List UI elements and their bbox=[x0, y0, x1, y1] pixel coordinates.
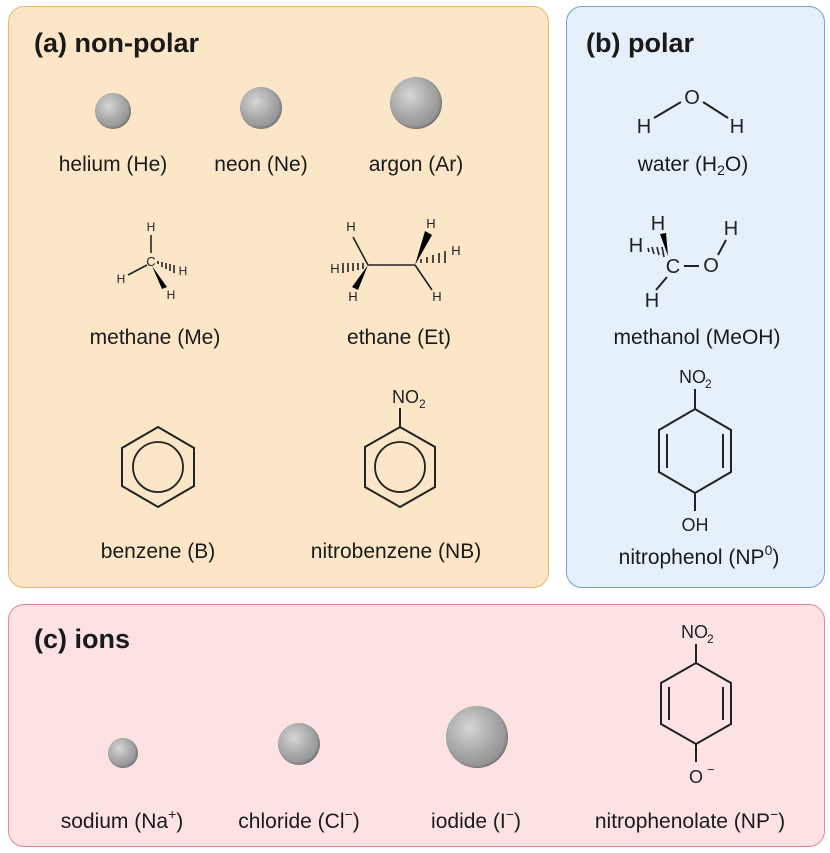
atom-h: H bbox=[432, 289, 441, 304]
no-subscript: 2 bbox=[705, 377, 712, 391]
atom-h: H bbox=[348, 289, 357, 304]
no-group: NO bbox=[392, 387, 419, 407]
nitrophenol-label: nitrophenol (NP0) bbox=[618, 542, 780, 569]
methanol-label: methanol (MeOH) bbox=[613, 326, 781, 349]
atom-h: H bbox=[637, 116, 651, 138]
helium-sphere bbox=[95, 93, 131, 129]
atom-h: H bbox=[645, 290, 659, 312]
atom-h: H bbox=[451, 243, 460, 258]
nitrobenzene-structure: NO 2 bbox=[364, 387, 436, 509]
polar-title: (b) polar bbox=[586, 28, 694, 58]
atom-h: H bbox=[330, 261, 339, 276]
neon-sphere bbox=[240, 87, 282, 129]
nitrobenzene-label: nitrobenzene (NB) bbox=[310, 540, 482, 563]
oh-group: OH bbox=[682, 515, 709, 535]
atom-h: H bbox=[629, 235, 643, 257]
atom-c: C bbox=[146, 254, 155, 269]
minus-charge: − bbox=[707, 762, 715, 777]
helium-label: helium (He) bbox=[58, 153, 168, 176]
atom-c: C bbox=[666, 256, 680, 278]
water-label: water (H2O) bbox=[637, 153, 749, 178]
atom-o: O bbox=[684, 87, 700, 109]
nonpolar-title: (a) non-polar bbox=[34, 28, 199, 58]
atom-h: H bbox=[117, 272, 126, 286]
methane-structure: H C H H H bbox=[117, 220, 188, 302]
ethane-structure: H H H H H H bbox=[330, 216, 460, 304]
atom-h: H bbox=[167, 288, 176, 302]
atom-o: O bbox=[703, 255, 719, 277]
atom-h: H bbox=[346, 219, 355, 234]
neon-label: neon (Ne) bbox=[214, 153, 308, 176]
methanol-structure: H H C O H H bbox=[629, 213, 738, 312]
argon-label: argon (Ar) bbox=[368, 153, 464, 176]
atom-h: H bbox=[730, 116, 744, 138]
chloride-sphere bbox=[278, 723, 320, 765]
o-atom: O bbox=[689, 767, 703, 787]
atom-h: H bbox=[147, 220, 156, 234]
nitrophenolate-label: nitrophenolate (NP−) bbox=[594, 806, 786, 833]
benzene-label: benzene (B) bbox=[100, 540, 216, 563]
no-subscript: 2 bbox=[419, 397, 426, 411]
no-subscript: 2 bbox=[707, 632, 714, 646]
chloride-label: chloride (Cl−) bbox=[238, 806, 360, 833]
ions-panel bbox=[8, 604, 825, 847]
no-group: NO bbox=[681, 622, 708, 642]
sodium-label: sodium (Na+) bbox=[60, 806, 184, 833]
sodium-sphere bbox=[108, 738, 138, 768]
methane-label: methane (Me) bbox=[89, 326, 221, 349]
nitrophenolate-structure: NO 2 O − bbox=[660, 622, 732, 787]
iodide-label: iodide (I−) bbox=[431, 806, 521, 833]
atom-h: H bbox=[179, 264, 188, 278]
atom-h: H bbox=[651, 213, 665, 235]
no-group: NO bbox=[679, 367, 706, 387]
atom-h: H bbox=[426, 216, 435, 231]
nitrophenol-structure: NO 2 OH bbox=[658, 367, 732, 535]
ethane-label: ethane (Et) bbox=[347, 326, 451, 349]
water-structure: O H H bbox=[637, 87, 744, 138]
benzene-structure bbox=[121, 425, 195, 509]
argon-sphere bbox=[390, 77, 442, 129]
atom-h: H bbox=[724, 218, 738, 240]
iodide-sphere bbox=[446, 706, 508, 768]
polar-panel bbox=[566, 6, 825, 588]
ions-title: (c) ions bbox=[34, 624, 131, 654]
